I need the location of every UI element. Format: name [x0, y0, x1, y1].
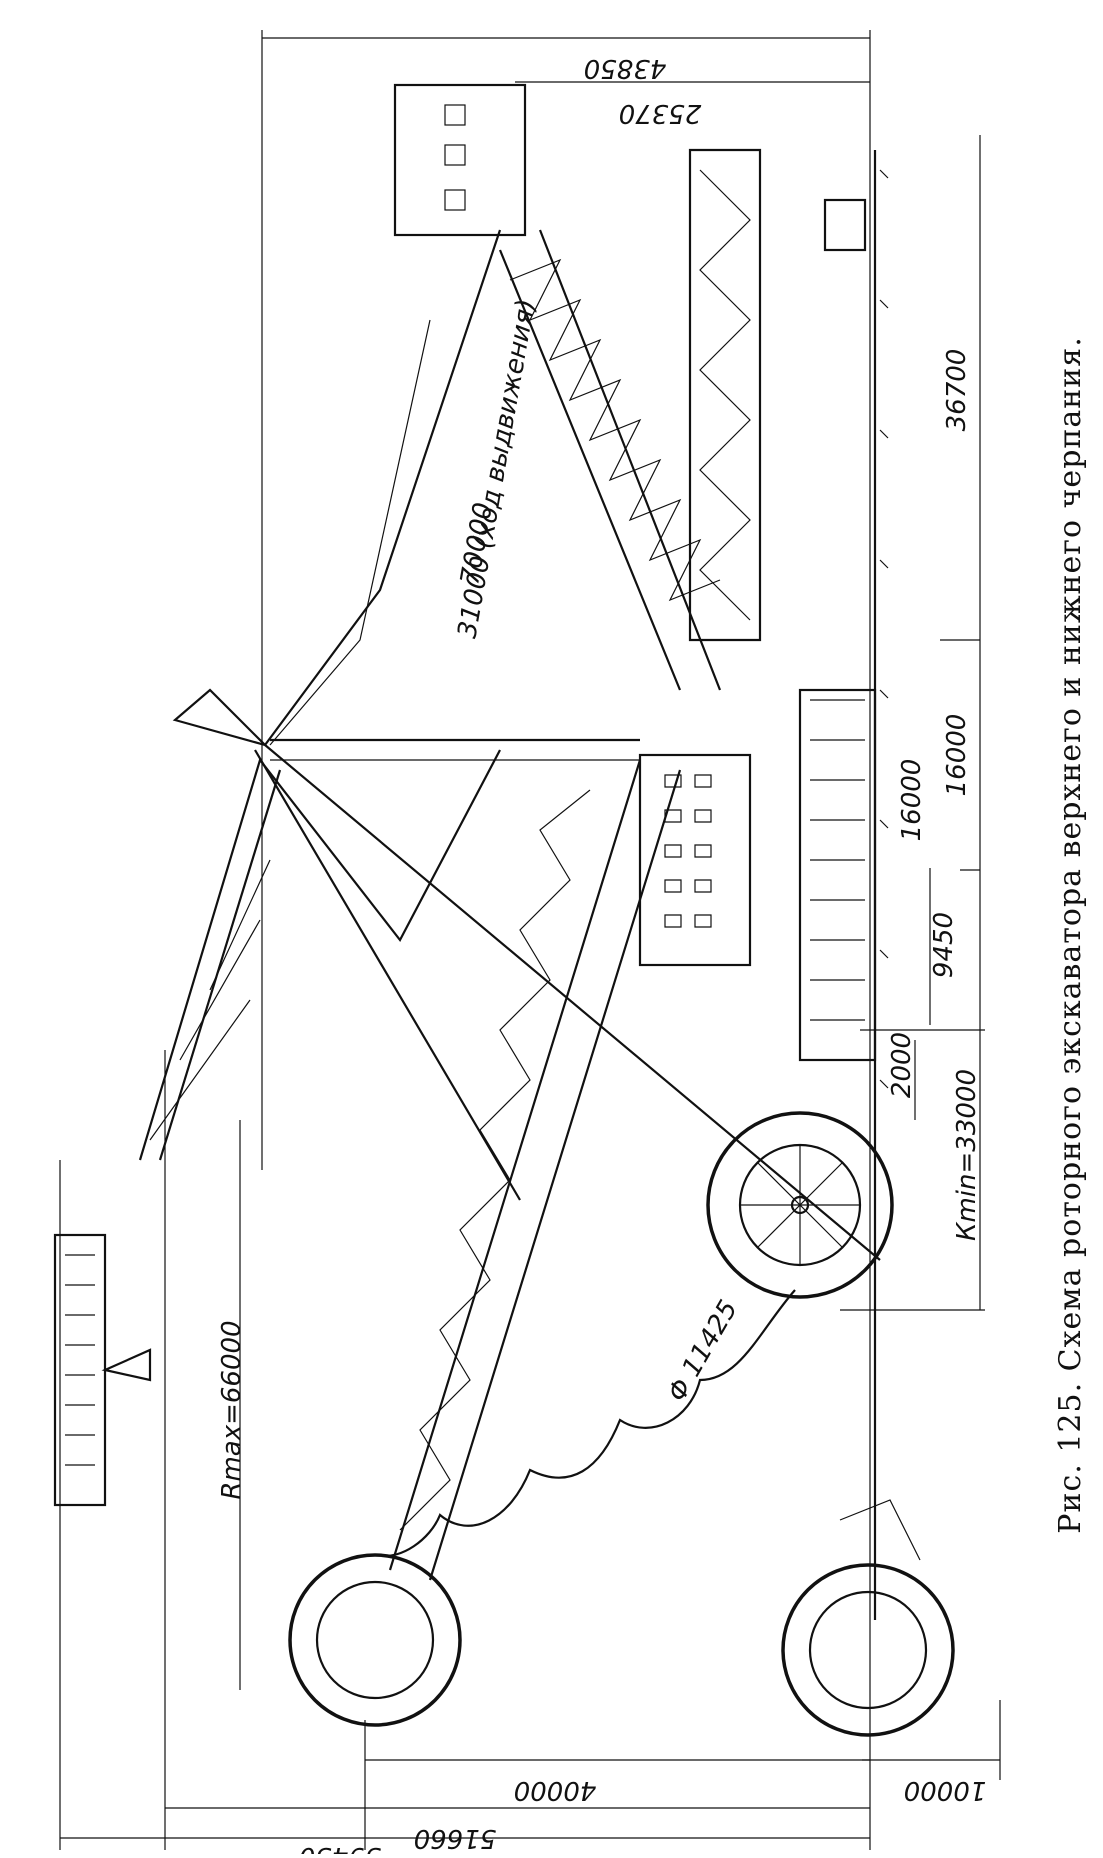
- dim-31000: 31000 (ход выдвижения): [452, 297, 541, 641]
- dim-10000: 10000: [904, 1775, 987, 1805]
- upper-boom: [138, 744, 881, 1261]
- dim-kmin: Кmin=33000: [952, 1069, 982, 1241]
- ground-line: [873, 150, 889, 1620]
- operator-cab: [393, 83, 527, 237]
- dim-40000: 40000: [514, 1775, 597, 1805]
- dim-59450: 59450: [299, 1841, 382, 1854]
- dim-16000a: 16000: [942, 714, 972, 797]
- digging-boom: [388, 759, 682, 1581]
- dim-16000b: 16000: [897, 759, 927, 842]
- dim-43850: 43850: [584, 53, 667, 83]
- cut-contour: [379, 1289, 796, 1557]
- lower-bucket-wheel: [288, 1553, 462, 1727]
- figure-caption: Рис. 125. Схема роторного экскаватора ве…: [1053, 336, 1088, 1533]
- upper-bucket-wheel: [706, 1111, 894, 1299]
- dimension-frame: [59, 30, 1001, 1850]
- pit-bucket-wheel: [781, 1499, 955, 1737]
- dim-9450: 9450: [929, 912, 959, 978]
- dim-rmax: Rmax=66000: [217, 1320, 247, 1499]
- mast: [172, 229, 640, 761]
- dim-2000: 2000: [887, 1032, 917, 1098]
- discharge-conveyor: [498, 148, 762, 691]
- dim-51660: 51660: [414, 1823, 497, 1853]
- dim-phi: Φ 11425: [662, 1295, 744, 1407]
- dim-36700: 36700: [942, 349, 972, 432]
- crawler-tracks: [798, 688, 877, 1062]
- dim-25370: 25370: [619, 98, 702, 128]
- transport-vehicle: [823, 198, 867, 252]
- main-house: [638, 753, 752, 967]
- dimension-labels: 43850 25370 36700 16000 16000 9450 2000 …: [217, 53, 987, 1858]
- counterweight-arm: [53, 1233, 152, 1507]
